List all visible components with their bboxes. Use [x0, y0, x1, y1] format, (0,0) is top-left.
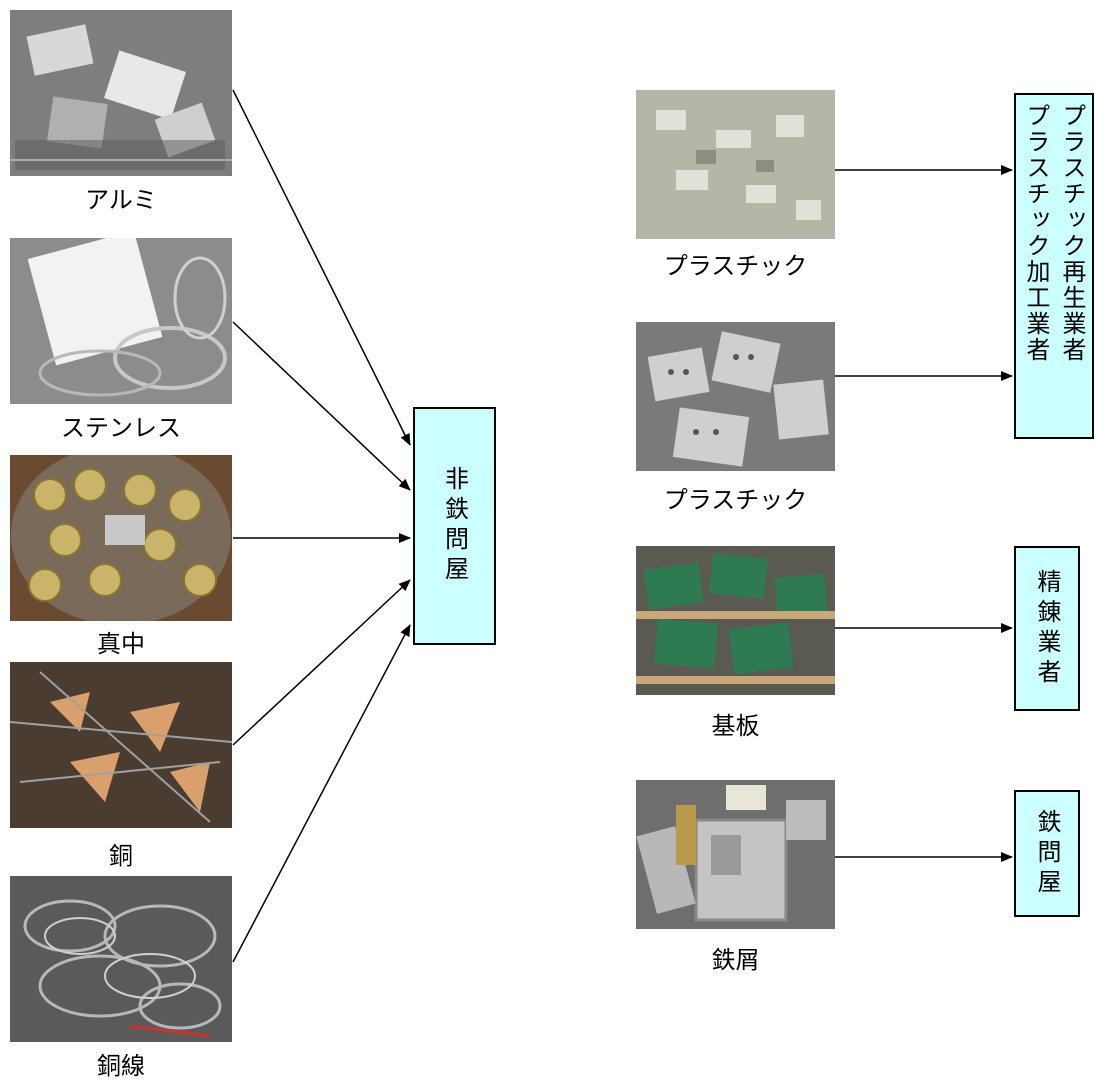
plastic-processor-recycler-box: プラスチック再生業者 プラスチック加工業者: [1014, 93, 1094, 439]
copper-scrap-photo: [10, 662, 232, 828]
stainless-scrap-photo: [10, 238, 232, 404]
refiner-box: 精錬業者: [1014, 546, 1080, 711]
copper-wire-caption: 銅線: [97, 1052, 145, 1080]
arrow-aluminum-to-hub: [232, 89, 411, 446]
refiner-label: 精錬業者: [1033, 568, 1061, 689]
non-ferrous-wholesaler-box: 非鉄問屋: [413, 407, 496, 645]
non-ferrous-wholesaler-label: 非鉄問屋: [440, 466, 469, 586]
copper-wire-scrap-photo: [10, 876, 232, 1042]
copper-caption: 銅: [109, 842, 133, 870]
plastic-recycler-label: プラスチック再生業者: [1058, 103, 1086, 363]
plastic-caption-2: プラスチック: [663, 486, 808, 514]
brass-scrap-photo: [10, 455, 232, 621]
iron-scrap-photo: [636, 780, 835, 929]
arrow-copper-to-hub: [232, 579, 411, 746]
arrow-stainless-to-hub: [232, 321, 411, 491]
iron-wholesaler-box: 鉄問屋: [1014, 790, 1080, 917]
circuit-board-photo: [636, 546, 835, 695]
brass-caption: 真中: [97, 630, 145, 658]
aluminum-caption: アルミ: [85, 186, 157, 214]
aluminum-scrap-photo: [10, 10, 232, 176]
circuit-board-caption: 基板: [711, 712, 760, 740]
plastic-processor-label: プラスチック加工業者: [1022, 103, 1050, 363]
plastic-photo-1: [636, 90, 835, 239]
iron-wholesaler-label: 鉄問屋: [1033, 808, 1061, 899]
stainless-caption: ステンレス: [61, 414, 181, 442]
iron-scrap-caption: 鉄屑: [711, 946, 760, 974]
plastic-caption-1: プラスチック: [663, 252, 808, 280]
plastic-photo-2: [636, 322, 835, 471]
arrow-copper-wire-to-hub: [232, 624, 411, 963]
